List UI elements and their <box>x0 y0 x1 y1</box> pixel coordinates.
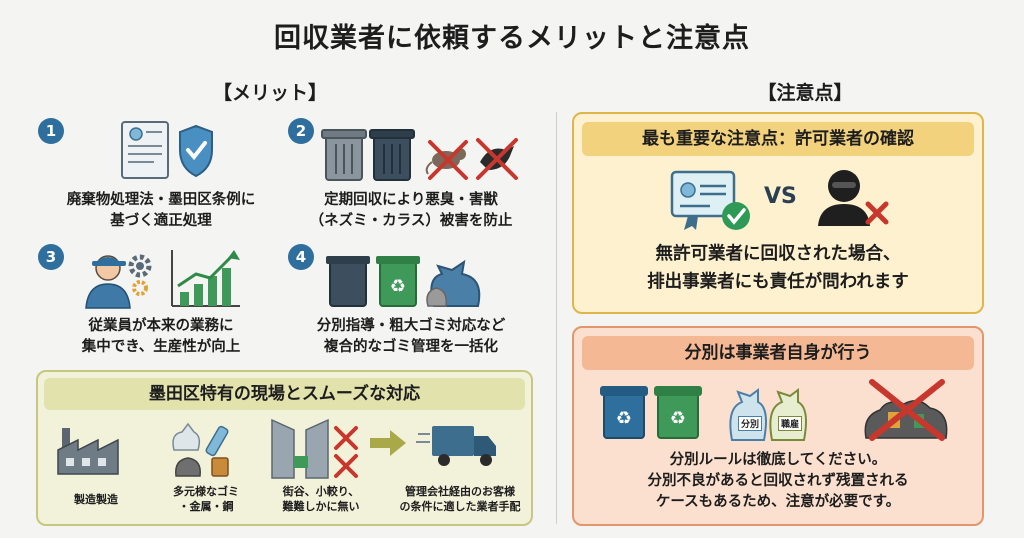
merit-caption: 従業員が本来の業務に 集中でき、生産性が向上 <box>81 318 241 355</box>
caution-header: 【注意点】 <box>757 82 853 104</box>
number-badge: 3 <box>38 244 64 270</box>
permit-warning-text: 無許可業者に回収された場合、 排出事業者にも責任が問われます <box>647 244 909 292</box>
narrow-street-icon <box>271 418 358 479</box>
number-badge: 1 <box>38 118 64 144</box>
sorting-bins-icon: ♻ <box>326 256 481 307</box>
recycle-bins-icon: ♻ ♻ <box>600 386 702 439</box>
special-label-4: 管理会社経由のお客様 の条件に適した業者手配 <box>399 485 521 513</box>
sumida-special-box: 墨田区特有の現場とスムーズな対応 製造製造 多元様なゴミ ・金属・鋼 街谷、小較… <box>36 370 533 526</box>
merit-caption: 廃棄物処理法・墨田区条例に 基づく適正処理 <box>66 192 256 229</box>
worker-growth-chart-icon <box>85 250 240 309</box>
merit-caption: 分別指導・粗大ゴミ対応など 複合的なゴミ管理を一括化 <box>316 318 506 355</box>
page-title: 回収業者に依頼するメリットと注意点 <box>274 23 750 54</box>
special-label-2: 多元様なゴミ ・金属・鋼 <box>173 485 239 513</box>
permit-panel: 最も重要な注意点：許可業者の確認 VS 無許可業者に回収された場合、 排出事業者… <box>572 112 984 314</box>
separation-title: 分別は事業者自身が行う <box>582 336 974 370</box>
special-label-3: 街谷、小較り、 難難しかに無い <box>282 485 360 513</box>
mixed-waste-icon <box>172 422 229 477</box>
merit-caption: 定期回収により悪臭・害獣 （ネズミ・カラス）被害を防止 <box>309 192 513 229</box>
mixed-trash-crossed-icon <box>864 379 948 441</box>
merit-item-4: 4 ♻ 分別指導・粗大ゴミ対応など 複合的なゴミ管理を一括化 <box>286 244 536 362</box>
special-title: 墨田区特有の現場とスムーズな対応 <box>44 378 525 410</box>
unlicensed-person-icon <box>818 170 889 226</box>
separation-panel: 分別は事業者自身が行う ♻ ♻ 分別 職雇 分別ルールは徹底してください。 分別… <box>572 326 984 526</box>
arrow-right-icon <box>370 430 406 456</box>
special-label-1: 製造製造 <box>74 493 118 506</box>
bag-label-2: 職雇 <box>778 416 803 431</box>
merit-item-3: 3 従業員が本来の業務に 集中でき、生産性が向上 <box>36 244 286 362</box>
divider <box>556 112 557 524</box>
garbage-bags-icon <box>729 388 807 441</box>
svg-text:♻: ♻ <box>670 408 686 429</box>
document-shield-icon <box>121 121 213 179</box>
permit-title: 最も重要な注意点：許可業者の確認 <box>582 122 974 156</box>
factory-icon <box>57 428 119 475</box>
bag-label-1: 分別 <box>738 416 763 431</box>
number-badge: 4 <box>288 244 314 270</box>
truck-icon <box>416 426 496 466</box>
merit-item-1: 1 廃棄物処理法・墨田区条例に 基づく適正処理 <box>36 118 286 236</box>
vs-label: VS <box>764 184 797 209</box>
svg-text:♻: ♻ <box>616 408 632 429</box>
trash-cans-pests-icon <box>321 129 518 181</box>
license-certificate-icon <box>670 170 750 230</box>
merit-header: 【メリット】 <box>212 82 327 104</box>
merit-item-2: 2 定期回収により悪臭・害獣 （ネズミ・カラス）被害を防止 <box>286 118 536 236</box>
number-badge: 2 <box>288 118 314 144</box>
svg-text:♻: ♻ <box>390 276 406 297</box>
separation-warning-text: 分別ルールは徹底してください。 分別不良があると回収されず残置される ケースもあ… <box>647 452 909 510</box>
